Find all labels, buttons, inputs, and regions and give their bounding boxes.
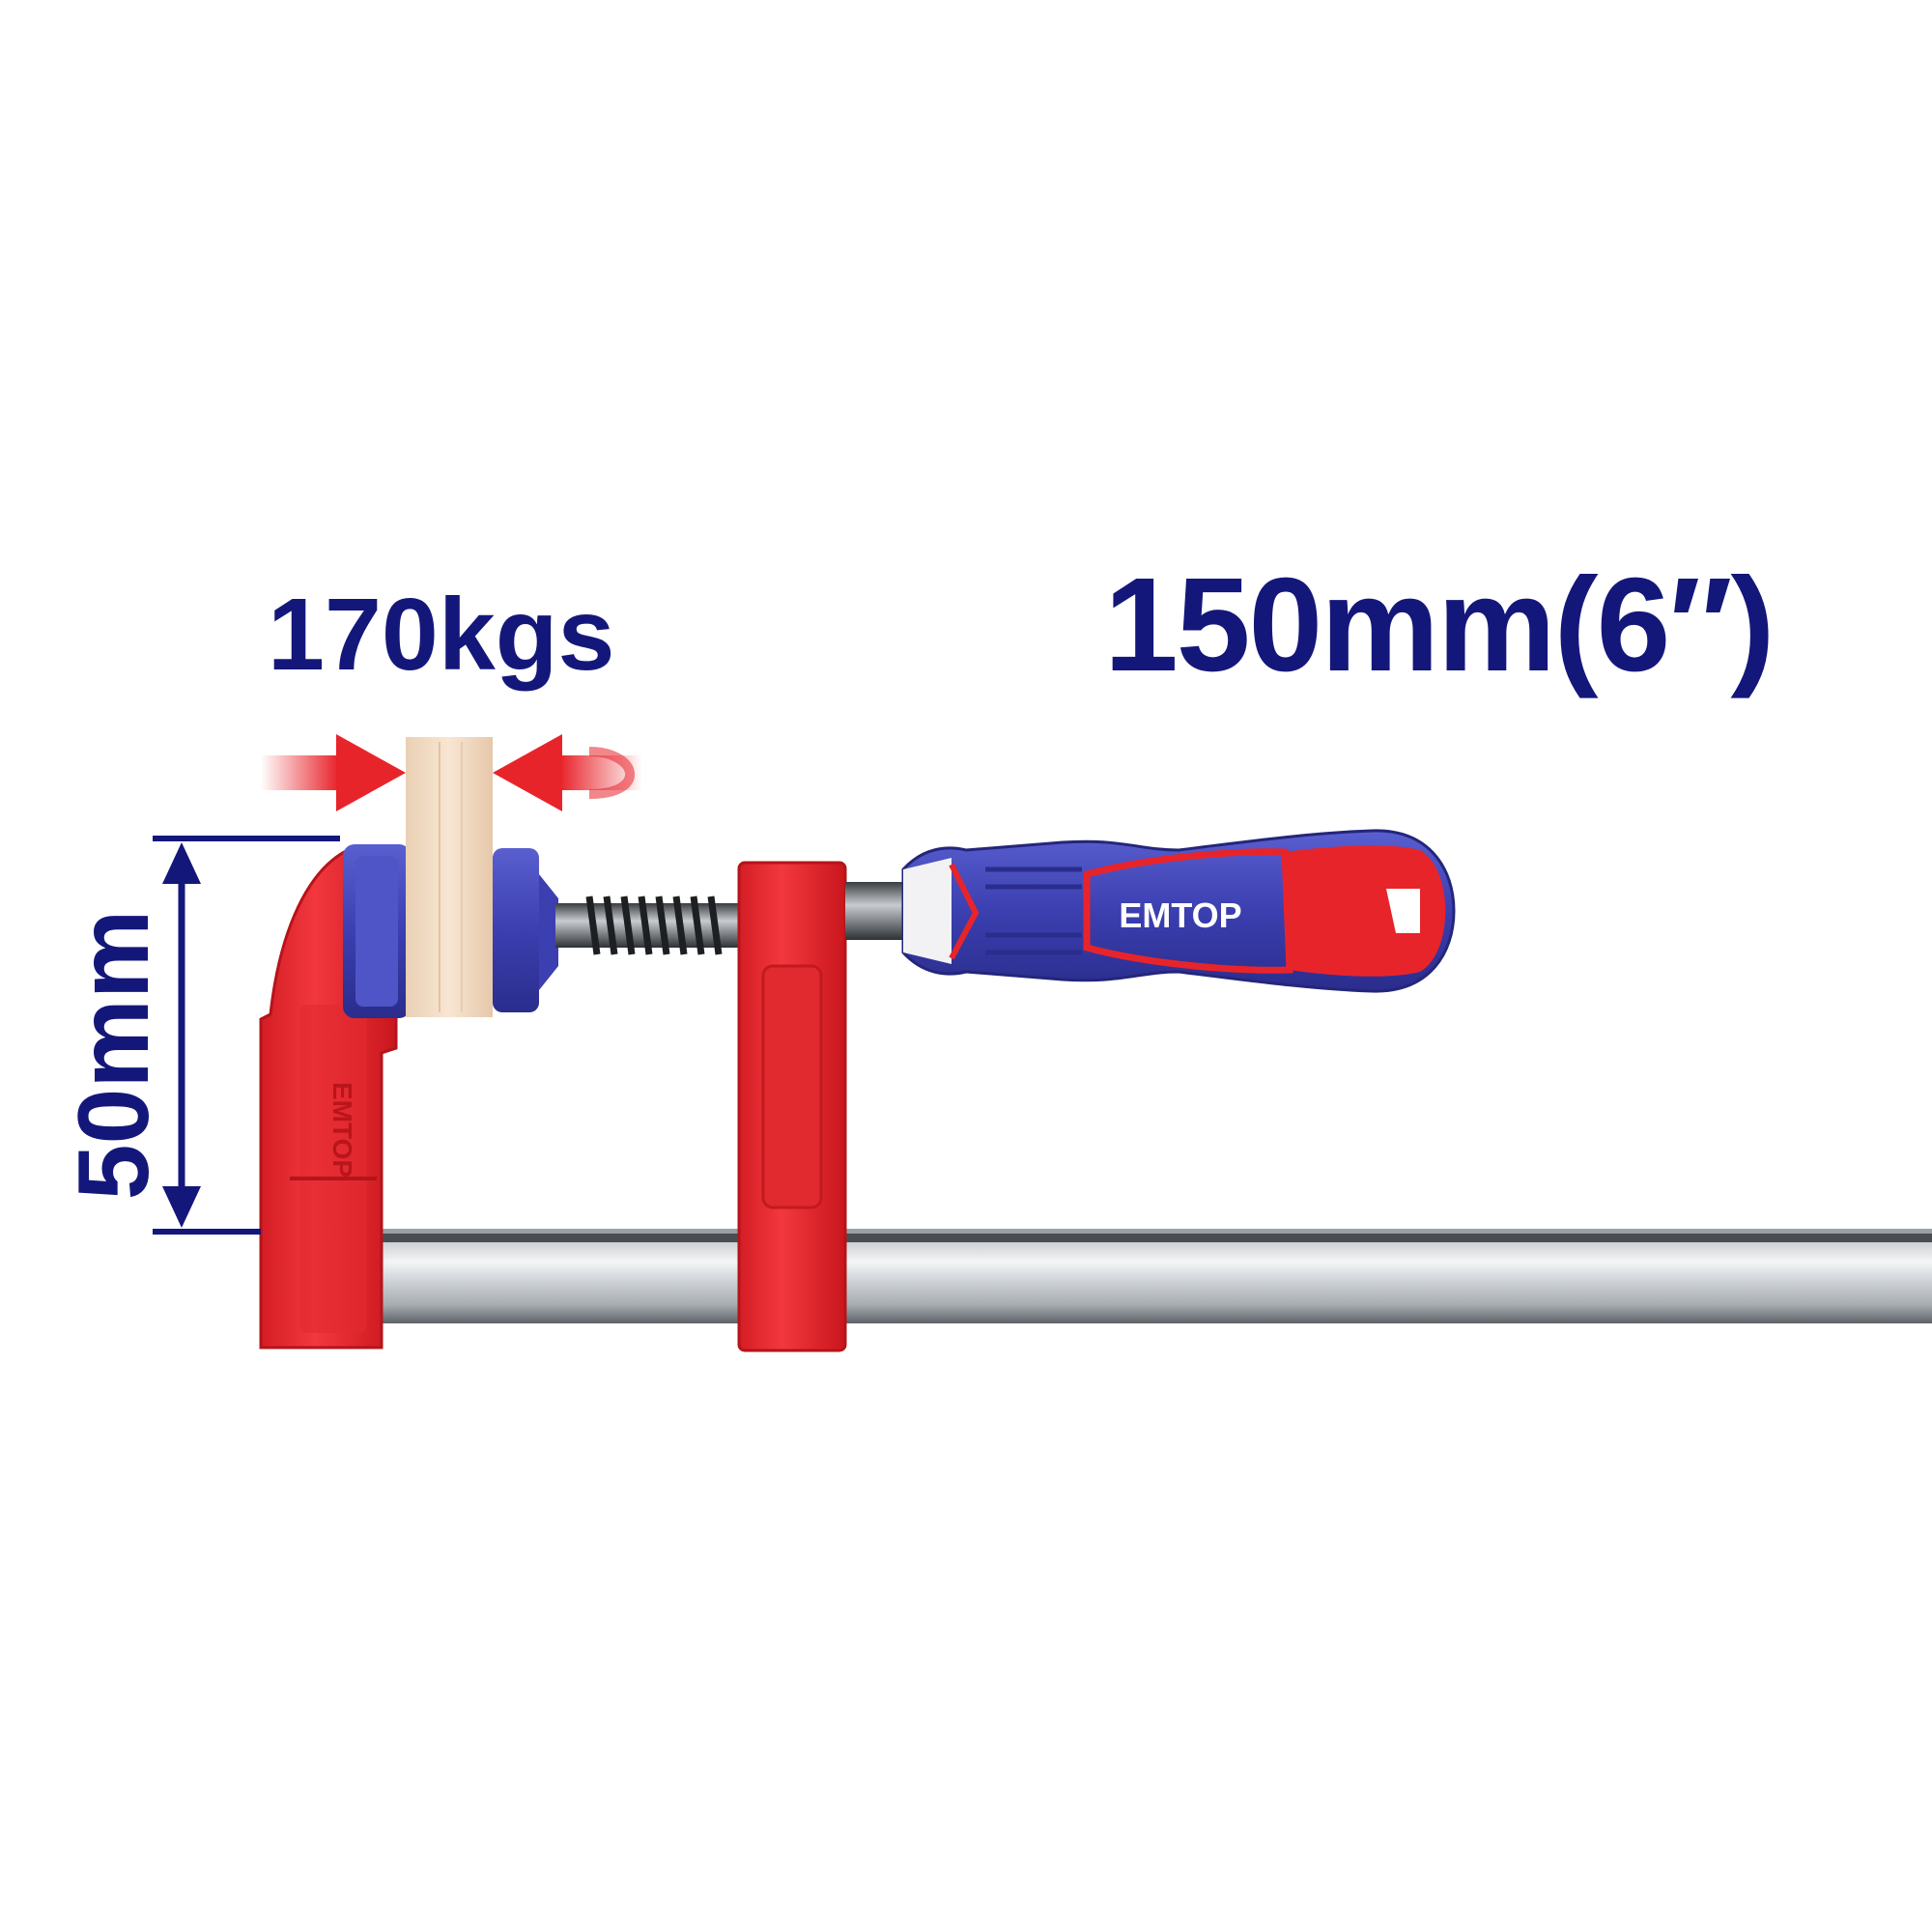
throat-depth-label: 50mm xyxy=(58,909,170,1201)
handle-shaft xyxy=(845,882,903,940)
fixed-jaw-pad xyxy=(343,844,411,1018)
brand-logo: EMTOP xyxy=(1119,895,1241,935)
screw-thread xyxy=(555,895,744,955)
clamping-force-label: 170kgs xyxy=(268,578,615,692)
handle xyxy=(901,829,1456,993)
moving-jaw-pad xyxy=(493,848,558,1012)
jaw-stamp: EMTOP xyxy=(327,1082,357,1178)
vertical-dimension-arrow-icon xyxy=(153,836,340,1235)
steel-bar xyxy=(382,1229,1932,1323)
wood-workpiece xyxy=(406,737,493,1017)
moving-jaw xyxy=(737,861,847,1352)
red-inward-arrows-icon xyxy=(261,734,642,811)
clamp-size-label: 150mm(6″) xyxy=(1104,551,1775,699)
